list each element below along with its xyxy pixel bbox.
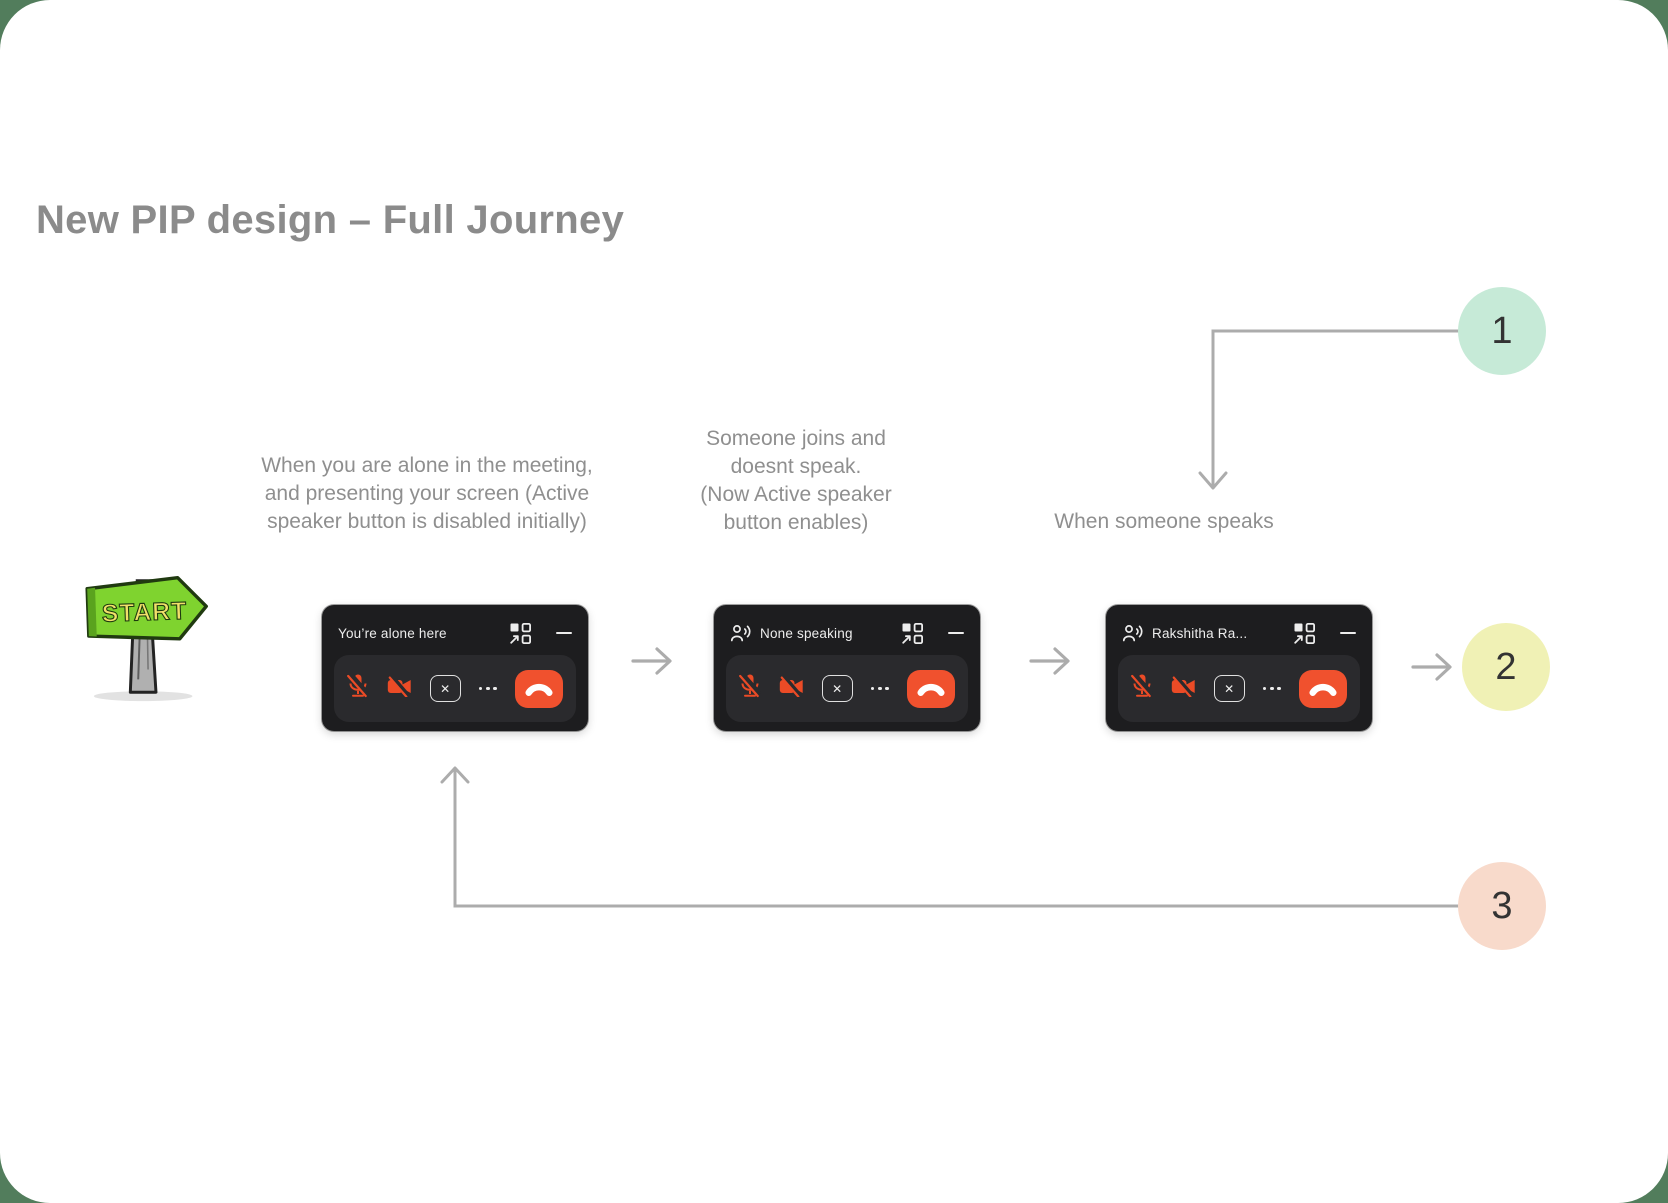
more-options-icon[interactable] [1262, 686, 1282, 691]
minimize-icon[interactable] [1340, 631, 1356, 635]
close-icon: ✕ [1224, 681, 1235, 696]
minimize-icon[interactable] [556, 631, 572, 635]
step-badge-3: 3 [1458, 862, 1546, 950]
pip-widget-speaker: Rakshitha Ra... [1106, 605, 1372, 731]
badge-number: 3 [1491, 884, 1513, 927]
minimize-icon[interactable] [948, 631, 964, 635]
pip-control-bar: ✕ [334, 655, 576, 722]
pip-header: Rakshitha Ra... [1106, 605, 1372, 657]
step2-caption: Someone joins and doesnt speak. (Now Act… [700, 427, 892, 534]
mic-off-icon[interactable] [347, 672, 370, 704]
pip-status-text: None speaking [760, 625, 853, 641]
popout-grid-icon[interactable] [1294, 622, 1315, 644]
end-call-button[interactable] [906, 669, 955, 708]
more-options-icon[interactable] [870, 686, 890, 691]
pip-status-text: You’re alone here [338, 625, 447, 641]
pip-header: You’re alone here [322, 605, 588, 657]
end-call-icon [917, 683, 945, 696]
camera-off-icon[interactable] [1171, 674, 1196, 702]
pip-widget-none-speaking: None speaking [714, 605, 980, 731]
close-button[interactable]: ✕ [1213, 675, 1245, 702]
badge-number: 1 [1491, 309, 1513, 352]
start-sign-label: START [101, 598, 187, 628]
close-icon: ✕ [832, 681, 843, 696]
camera-off-icon[interactable] [779, 674, 804, 702]
step3-caption: When someone speaks [1054, 510, 1274, 533]
close-icon: ✕ [440, 681, 451, 696]
end-call-icon [1309, 683, 1337, 696]
mic-off-icon[interactable] [739, 672, 762, 704]
page-title: New PIP design – Full Journey [36, 198, 625, 242]
active-speaker-icon [1122, 624, 1144, 642]
active-speaker-icon [730, 624, 752, 642]
pip-control-bar: ✕ [726, 655, 968, 722]
step-badge-1: 1 [1458, 287, 1546, 375]
pip-header: None speaking [714, 605, 980, 657]
popout-grid-icon[interactable] [510, 622, 531, 644]
arrow-right-icon [1411, 653, 1452, 681]
end-call-button[interactable] [1298, 669, 1347, 708]
mic-off-icon[interactable] [1131, 672, 1154, 704]
step1-caption: When you are alone in the meeting, and p… [261, 454, 593, 533]
close-button[interactable]: ✕ [429, 675, 461, 702]
arrow-right-icon [1029, 647, 1070, 675]
step-badge-2: 2 [1462, 623, 1550, 711]
start-signpost: START [85, 575, 208, 702]
camera-off-icon[interactable] [387, 674, 412, 702]
end-call-icon [525, 683, 553, 696]
pip-speaker-name: Rakshitha Ra... [1152, 625, 1248, 641]
pip-control-bar: ✕ [1118, 655, 1360, 722]
end-call-button[interactable] [514, 669, 563, 708]
popout-grid-icon[interactable] [902, 622, 923, 644]
more-options-icon[interactable] [478, 686, 498, 691]
badge-number: 2 [1495, 645, 1517, 688]
pip-widget-alone: You’re alone here [322, 605, 588, 731]
arrow-right-icon [631, 647, 672, 675]
close-button[interactable]: ✕ [821, 675, 853, 702]
